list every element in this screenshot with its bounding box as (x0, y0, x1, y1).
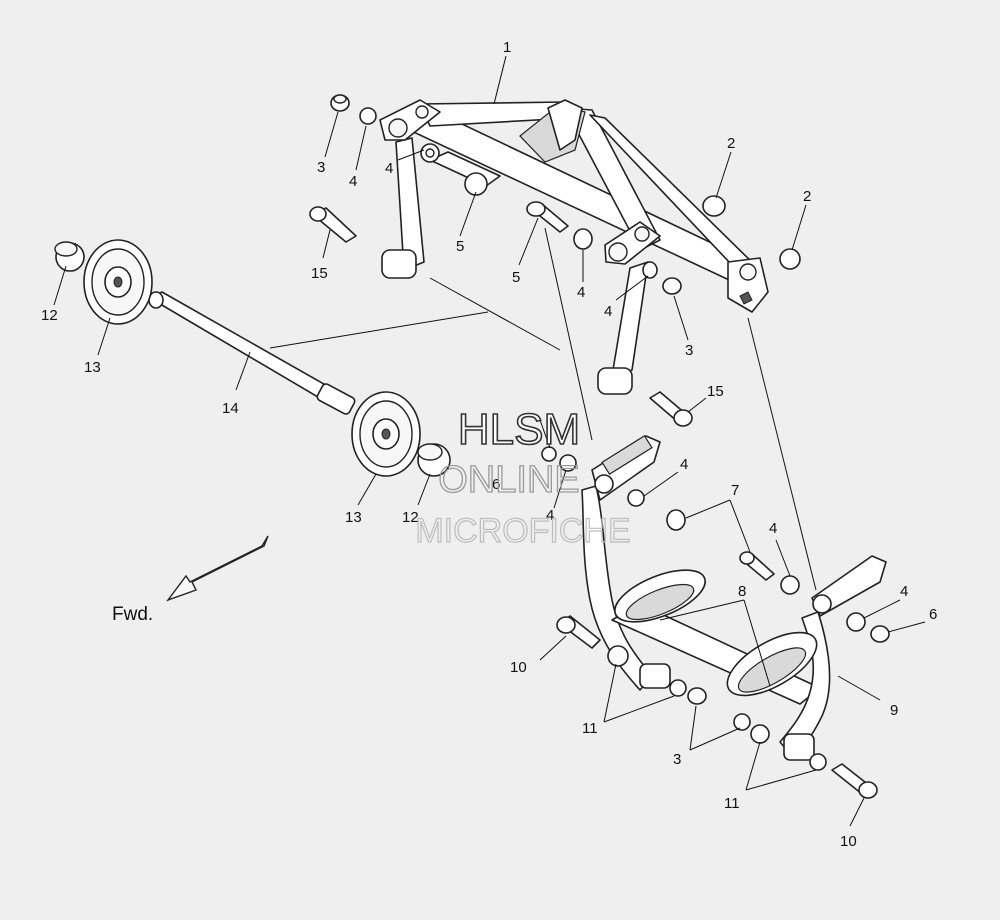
lower-hardware (541, 446, 890, 799)
callout-13: 13 (345, 509, 362, 526)
forward-label: Fwd. (112, 604, 153, 625)
callout-5: 5 (456, 238, 464, 255)
callout-4: 4 (769, 520, 777, 537)
callout-labels: 1 2 2 3 4 4 5 15 5 4 4 3 15 12 13 14 13 … (41, 39, 937, 850)
callout-4: 4 (546, 507, 554, 524)
callout-7: 7 (731, 482, 739, 499)
upper-hardware (309, 94, 801, 427)
callout-4: 4 (900, 583, 908, 600)
callout-8: 8 (738, 583, 746, 600)
callout-14: 14 (222, 400, 239, 417)
callout-3: 3 (685, 342, 693, 359)
callout-2: 2 (803, 188, 811, 205)
callout-12: 12 (41, 307, 58, 324)
callout-6: 6 (929, 606, 937, 623)
callout-15: 15 (707, 383, 724, 400)
callout-3: 3 (317, 159, 325, 176)
callout-12: 12 (402, 509, 419, 526)
forward-direction-indicator: Fwd. (112, 535, 269, 625)
watermark-line-3: MICROFICHE (415, 512, 630, 550)
callout-2: 2 (727, 135, 735, 152)
callout-11: 11 (582, 720, 598, 737)
callout-13: 13 (84, 359, 101, 376)
callout-4: 4 (349, 173, 357, 190)
front-arm-assembly (379, 99, 769, 395)
callout-6: 6 (492, 476, 500, 493)
callout-3: 3 (673, 751, 681, 768)
watermark: HLSM ONLINE MICROFICHE (415, 404, 632, 550)
forward-arrow-icon (166, 535, 269, 602)
watermark-line-2: ONLINE (438, 459, 579, 501)
axle-wheel-assembly (54, 239, 451, 477)
watermark-line-1: HLSM (458, 405, 580, 454)
rear-arm-assembly (581, 434, 887, 761)
callout-10: 10 (510, 659, 527, 676)
callout-4: 4 (604, 303, 612, 320)
callout-11: 11 (724, 795, 740, 812)
callout-1: 1 (503, 39, 511, 56)
callout-4: 4 (680, 456, 688, 473)
callout-10: 10 (840, 833, 857, 850)
callout-15: 15 (311, 265, 328, 282)
callout-5: 5 (512, 269, 520, 286)
leader-lines (53, 55, 926, 827)
callout-4: 4 (577, 284, 585, 301)
callout-4: 4 (385, 160, 393, 177)
callout-9: 9 (890, 702, 898, 719)
